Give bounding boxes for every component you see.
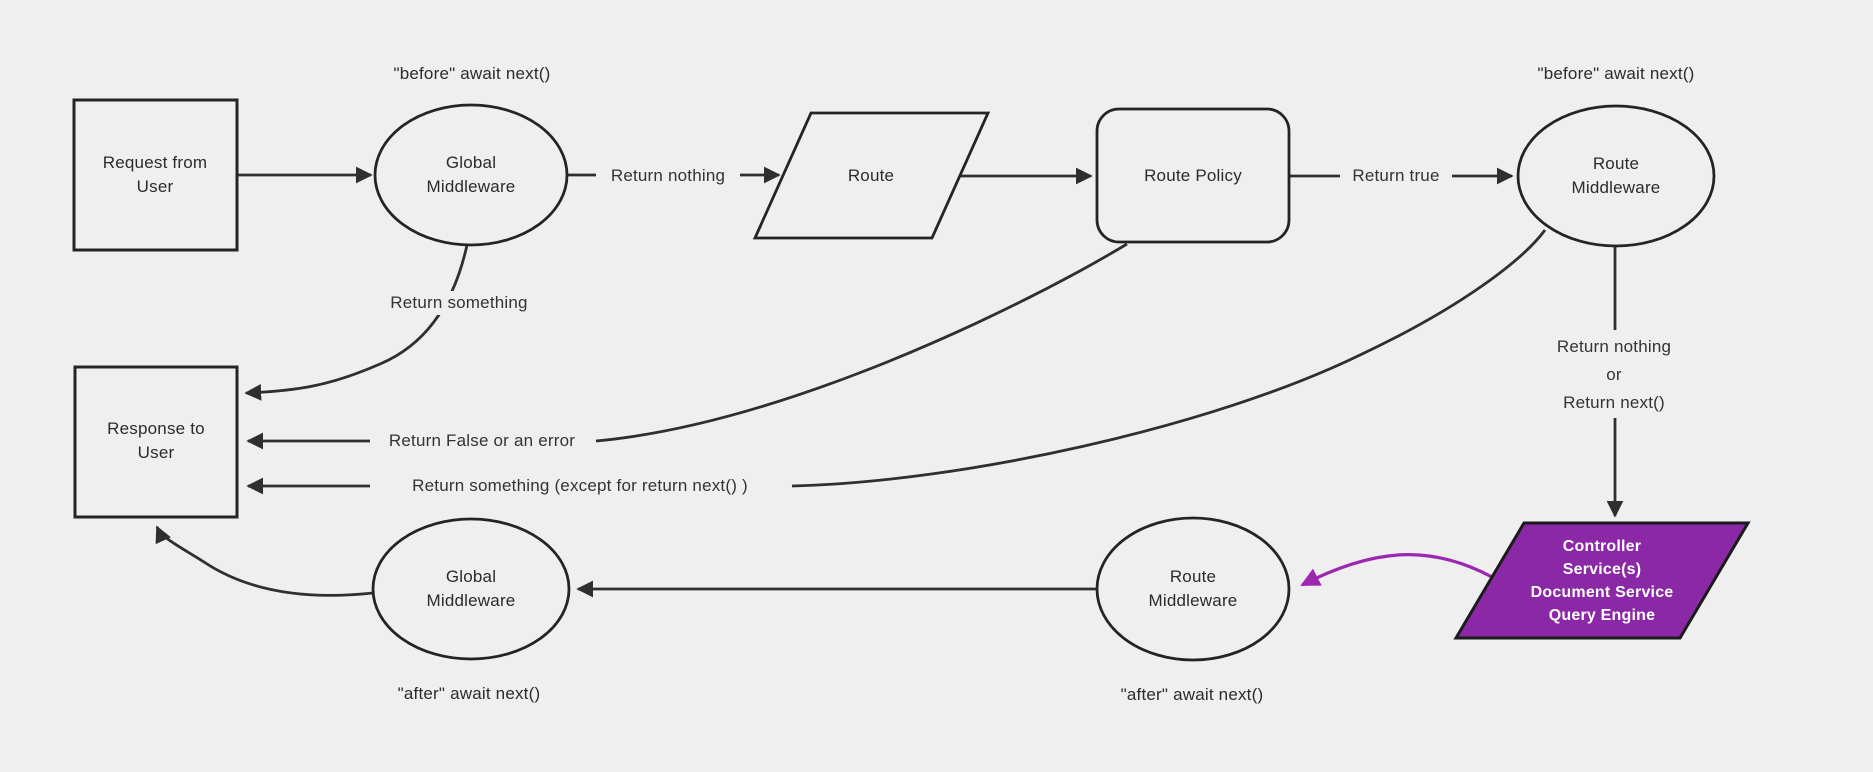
node-route-shape	[752, 111, 991, 240]
edge-label-return-something-except: Return something (except for return next…	[406, 474, 754, 498]
annotation-before-await-left: "before" await next()	[393, 64, 551, 83]
node-route-middleware-top-label: Route Middleware	[1572, 152, 1661, 200]
edge-label-return-nothing-or-line3: Return next()	[1563, 393, 1665, 412]
node-controller-line3: Document Service	[1530, 584, 1674, 601]
node-global-middleware-top-label: Global Middleware	[427, 151, 516, 199]
edge-route-policy-curve	[595, 242, 1128, 443]
node-route-middleware-top-shape	[1516, 104, 1716, 248]
node-global-middleware-top-line1: Global	[445, 153, 497, 172]
node-global-middleware-bottom-line2: Middleware	[426, 591, 516, 610]
arrow-controller-to-route-middleware-bottom	[1300, 553, 1493, 587]
node-controller-line4: Query Engine	[1548, 607, 1656, 624]
node-controller-line1: Controller	[1562, 538, 1642, 555]
node-response-line1: Response to	[107, 419, 205, 438]
node-global-middleware-bottom-label: Global Middleware	[427, 565, 516, 613]
node-controller-line2: Service(s)	[1562, 561, 1642, 578]
node-request-line2: User	[136, 177, 174, 196]
annotation-after-await-right: "after" await next()	[1120, 685, 1264, 704]
edge-label-return-nothing-or-line2: or	[1606, 365, 1622, 384]
node-route-middleware-bottom-shape	[1095, 516, 1291, 662]
edge-route-middleware-curve	[791, 229, 1547, 488]
edge-label-return-false: Return False or an error	[382, 429, 582, 453]
node-request-from-user-shape	[72, 98, 239, 252]
node-route-middleware-bottom-line1: Route	[1169, 567, 1217, 586]
node-global-middleware-top-shape	[373, 103, 569, 247]
node-controller-services-label: Controller Service(s) Document Service Q…	[1531, 535, 1674, 627]
node-route-middleware-top-line1: Route	[1592, 154, 1640, 173]
node-response-to-user-shape	[73, 365, 239, 519]
node-route-middleware-top-line2: Middleware	[1571, 178, 1661, 197]
node-response-line2: User	[137, 443, 175, 462]
edge-label-return-true: Return true	[1346, 164, 1446, 188]
node-route-middleware-bottom-label: Route Middleware	[1149, 565, 1238, 613]
node-response-to-user-label: Response to User	[107, 417, 205, 465]
arrow-global-middleware-to-response	[244, 244, 469, 401]
arrow-global-middleware-bottom-to-response	[155, 525, 374, 597]
edge-label-return-something: Return something	[384, 291, 534, 315]
node-global-middleware-bottom-shape	[371, 517, 571, 661]
node-route-line1: Route	[847, 166, 895, 185]
node-route-policy-label: Route Policy	[1144, 164, 1242, 188]
annotation-after-await-left: "after" await next()	[397, 684, 541, 703]
node-global-middleware-top-line2: Middleware	[426, 177, 516, 196]
node-request-from-user-label: Request from User	[103, 151, 207, 199]
node-route-policy-line1: Route Policy	[1144, 166, 1242, 185]
edge-label-return-nothing-or-next: Return nothing or Return next()	[1548, 332, 1680, 418]
annotation-before-await-right: "before" await next()	[1537, 64, 1695, 83]
node-route-policy-shape	[1095, 107, 1291, 244]
node-route-middleware-bottom-line2: Middleware	[1148, 591, 1238, 610]
node-global-middleware-bottom-line1: Global	[445, 567, 497, 586]
node-controller-services-shape	[1453, 521, 1751, 640]
edge-label-return-nothing: Return nothing	[604, 164, 732, 188]
edge-label-return-nothing-or-line1: Return nothing	[1556, 337, 1672, 356]
node-route-label: Route	[848, 164, 894, 188]
node-request-line1: Request from	[102, 153, 208, 172]
